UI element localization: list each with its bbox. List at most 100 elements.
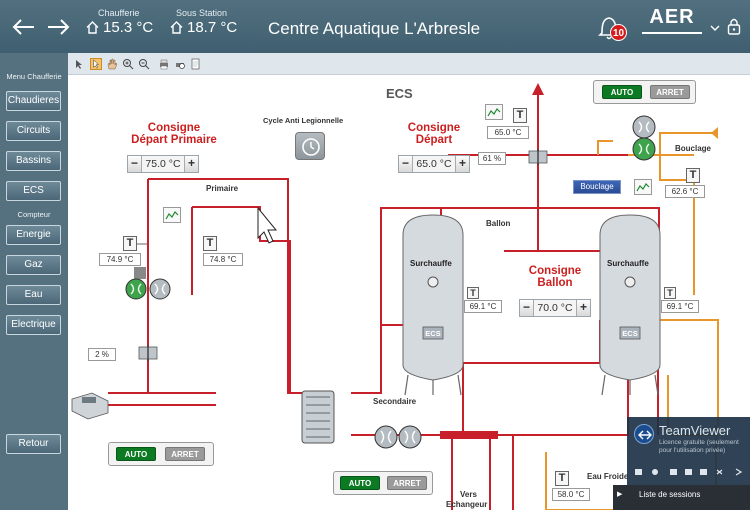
- consigne-depart-value: 65.0 °C: [416, 158, 452, 170]
- aer-logo: AER: [638, 6, 706, 38]
- bouclage-button[interactable]: Bouclage: [573, 180, 621, 194]
- synoptic-title: ECS: [386, 86, 413, 101]
- secondary-auto-button[interactable]: AUTO: [340, 476, 380, 490]
- consigne-ballon-minus-button[interactable]: −: [520, 300, 534, 316]
- consigne-primaire-stepper[interactable]: − 75.0 °C +: [127, 155, 199, 173]
- sidebar-item-ecs[interactable]: ECS: [6, 181, 61, 201]
- compteur-label: Compteur: [17, 210, 51, 219]
- tank2-surchauffe-label: Surchauffe: [607, 259, 649, 268]
- consigne-ballon-line2: Ballon: [537, 277, 573, 289]
- heat-exchanger-icon: [301, 390, 335, 444]
- bouclage-arret-button[interactable]: ARRET: [650, 85, 690, 99]
- sidebar-item-eau[interactable]: Eau: [6, 285, 61, 305]
- echangeur-bar: [440, 431, 498, 439]
- consigne-primaire-minus-button[interactable]: −: [128, 156, 142, 172]
- eau-froide-label: Eau Froide: [587, 472, 629, 481]
- sensor-depart-value: 65.0 °C: [487, 126, 529, 139]
- sidebar-item-energie[interactable]: Energie: [6, 225, 61, 245]
- header-bar: Chaufferie 15.3 °C Sous Station 18.7 °C …: [0, 0, 750, 53]
- print-preview-icon[interactable]: [174, 58, 186, 70]
- trend-chart-icon[interactable]: [163, 207, 181, 223]
- clock-icon: [302, 138, 320, 156]
- secondary-pump-icon: [374, 425, 422, 449]
- consigne-primaire-plus-button[interactable]: +: [184, 156, 198, 172]
- consigne-ballon-value: 70.0 °C: [537, 302, 573, 314]
- sensor-primary-right-value: 74.8 °C: [203, 253, 243, 266]
- teamviewer-actions-icons[interactable]: [633, 467, 748, 477]
- primary-auto-button[interactable]: AUTO: [116, 447, 156, 461]
- sensor-tank2-value: 69.1 °C: [661, 300, 699, 313]
- sensor-tank1-value: 69.1 °C: [464, 300, 502, 313]
- sensor-eau-froide-value: 58.0 °C: [552, 488, 590, 501]
- back-arrow-icon[interactable]: [10, 17, 36, 37]
- print-icon[interactable]: [158, 58, 170, 70]
- bouclage-mode-box: AUTO ARRET: [593, 80, 696, 104]
- tank2-ecs-label: ECS: [622, 329, 638, 338]
- sensor-bouclage-value: 62.6 °C: [665, 185, 705, 198]
- consigne-ballon-stepper[interactable]: − 70.0 °C +: [519, 299, 591, 317]
- teamviewer-logo-icon: [634, 424, 654, 444]
- sous-station-temp: 18.7 °C: [170, 19, 237, 36]
- expand-arrow-icon: ▶: [617, 491, 623, 498]
- hand-pan-icon[interactable]: [106, 58, 118, 70]
- primary-arret-button[interactable]: ARRET: [165, 447, 205, 461]
- logo-text: AER: [649, 6, 695, 28]
- consigne-depart-plus-button[interactable]: +: [455, 156, 469, 172]
- chaufferie-label: Chaufferie: [98, 8, 140, 18]
- bouclage-pump-icon: [632, 115, 656, 161]
- teamviewer-panel[interactable]: TeamViewer Licence gratuite (seulement p…: [627, 417, 750, 485]
- zoom-in-icon[interactable]: [122, 58, 134, 70]
- sidebar-item-circuits[interactable]: Circuits: [6, 121, 61, 141]
- sidebar-item-chaudieres[interactable]: Chaudieres: [6, 91, 61, 111]
- sous-station-temp-value: 18.7 °C: [187, 19, 238, 36]
- sidebar: Menu Chaufferie Chaudieres Circuits Bass…: [0, 53, 68, 510]
- lock-icon[interactable]: [727, 17, 741, 35]
- ballon-label: Ballon: [486, 219, 511, 228]
- sidebar-item-gaz[interactable]: Gaz: [6, 255, 61, 275]
- consigne-depart-title: Consigne Départ: [398, 122, 470, 146]
- sous-station-label: Sous Station: [176, 8, 228, 18]
- alarm-count-badge[interactable]: 10: [610, 24, 627, 41]
- temperature-sensor-icon: T: [467, 287, 479, 299]
- retour-button[interactable]: Retour: [6, 434, 61, 454]
- zoom-out-icon[interactable]: [138, 58, 150, 70]
- sensor-depart: T 65.0 °C: [487, 108, 573, 140]
- consigne-primaire-line2: Départ Primaire: [131, 134, 217, 146]
- pipe-network: [71, 83, 719, 510]
- house-icon: [86, 21, 99, 34]
- cycle-anti-legionnelle-label: Cycle Anti Legionnelle: [263, 116, 344, 125]
- consigne-depart-stepper[interactable]: − 65.0 °C +: [398, 155, 470, 173]
- tank-2: [599, 214, 661, 396]
- cycle-anti-legionnelle-button[interactable]: [295, 132, 325, 160]
- session-list-label: Liste de sessions: [639, 490, 701, 499]
- teamviewer-license-text: Licence gratuite (seulement pour l'utili…: [659, 439, 739, 454]
- primary-mode-box: AUTO ARRET: [108, 442, 214, 466]
- temperature-sensor-icon: T: [203, 236, 217, 251]
- teamviewer-title: TeamViewer: [659, 423, 731, 438]
- trend-chart-icon[interactable]: [634, 179, 652, 195]
- consigne-depart-line1: Consigne: [407, 122, 461, 134]
- sidebar-item-bassins[interactable]: Bassins: [6, 151, 61, 171]
- chevron-down-icon[interactable]: [710, 24, 720, 32]
- bouclage-auto-button[interactable]: AUTO: [602, 85, 642, 99]
- temperature-sensor-icon: T: [123, 236, 137, 251]
- sensor-tank2: T 69.1 °C: [661, 287, 724, 319]
- teamviewer-session-list[interactable]: ▶ Liste de sessions: [613, 485, 750, 510]
- consigne-depart-line2: Départ: [415, 134, 453, 146]
- house-icon: [170, 21, 183, 34]
- temperature-sensor-icon: T: [664, 287, 676, 299]
- sidebar-item-electrique[interactable]: Electrique: [6, 315, 61, 335]
- consigne-primaire-title: Consigne Départ Primaire: [114, 122, 234, 146]
- consigne-depart-minus-button[interactable]: −: [399, 156, 413, 172]
- sensor-eau-froide: T 58.0 °C: [552, 471, 595, 503]
- temperature-sensor-icon: T: [686, 168, 700, 183]
- consigne-ballon-plus-button[interactable]: +: [576, 300, 590, 316]
- page-setup-icon[interactable]: [190, 58, 202, 70]
- arrow-tool-icon[interactable]: [74, 58, 86, 70]
- forward-arrow-icon[interactable]: [46, 17, 72, 37]
- secondary-arret-button[interactable]: ARRET: [387, 476, 427, 490]
- consigne-primaire-value: 75.0 °C: [145, 158, 181, 170]
- trend-chart-icon[interactable]: [485, 104, 503, 120]
- pointer-tool-icon[interactable]: [90, 58, 102, 70]
